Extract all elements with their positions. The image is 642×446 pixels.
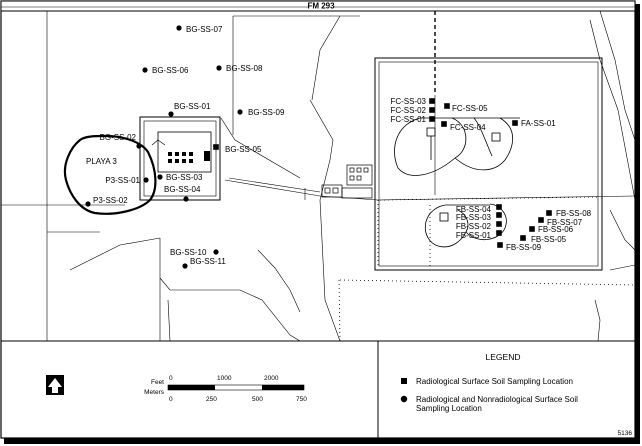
sample-label: FA-SS-01 — [521, 119, 556, 128]
sample-point-circle — [182, 263, 188, 269]
sample-point-circle — [168, 111, 174, 117]
sample-label: BG-SS-07 — [186, 25, 223, 34]
dotted-boundaries — [338, 196, 636, 342]
sample-point-square — [444, 103, 450, 109]
meters-tick-1: 250 — [206, 396, 217, 403]
sample-point-circle — [237, 109, 243, 115]
sample-point-square — [429, 107, 435, 113]
zone-boundary — [374, 57, 603, 271]
map-frame — [0, 0, 636, 439]
playa-3-outline — [63, 134, 157, 215]
legend: LEGEND Radiological Surface Soil Samplin… — [400, 352, 578, 413]
sample-point-circle — [183, 196, 189, 202]
sample-label: BG-SS-01 — [174, 102, 211, 111]
sample-label: FC-SS-02 — [390, 106, 426, 115]
scale-bar: Feet Meters 0 1000 2000 0 250 500 750 — [144, 375, 307, 403]
sample-label: BG-SS-06 — [152, 66, 189, 75]
figure-number: 5136 — [618, 430, 633, 437]
meters-tick-0: 0 — [169, 396, 173, 403]
sample-label: BG-SS-03 — [166, 173, 203, 182]
sample-point-square — [213, 144, 219, 150]
sample-point-circle — [136, 143, 142, 149]
sample-point-circle — [143, 177, 149, 183]
sample-point-square — [538, 217, 544, 223]
sample-label: FB-SS-08 — [556, 209, 592, 218]
sample-label: FC-SS-01 — [390, 115, 426, 124]
sample-point-circle — [176, 25, 182, 31]
sample-label: P3-SS-01 — [105, 176, 140, 185]
sample-point-square — [546, 210, 552, 216]
sample-label: BG-SS-04 — [164, 185, 201, 194]
road-label: FM 293 — [307, 2, 335, 11]
meters-tick-3: 750 — [296, 396, 307, 403]
legend-title: LEGEND — [486, 352, 521, 362]
west-facility-building — [157, 131, 212, 173]
playa-label: PLAYA 3 — [86, 157, 117, 166]
sample-point-circle — [85, 201, 91, 207]
sample-label: FB-SS-06 — [538, 225, 574, 234]
sample-label: FB-SS-04 — [456, 205, 492, 214]
sample-label: BG-SS-11 — [190, 257, 226, 266]
sample-label: BG-SS-02 — [100, 133, 137, 142]
sample-label: FB-SS-02 — [456, 222, 492, 231]
sample-point-square — [529, 226, 535, 232]
feet-tick-2: 2000 — [264, 375, 279, 382]
feet-tick-0: 0 — [169, 375, 173, 382]
legend-item-circle-line2: Sampling Location — [416, 404, 482, 413]
central-compound — [321, 164, 373, 199]
sample-point-square — [497, 242, 503, 248]
sample-point-square — [429, 116, 435, 122]
sample-point-square — [429, 98, 435, 104]
sample-point-square — [496, 204, 502, 210]
sample-point-circle — [216, 65, 222, 71]
legend-item-circle-line1: Radiological and Nonradiological Surface… — [416, 395, 578, 404]
sample-point-square — [520, 235, 526, 241]
feet-tick-1: 1000 — [217, 375, 232, 382]
ponds-north — [394, 117, 520, 176]
legend-item-square: Radiological Surface Soil Sampling Locat… — [416, 377, 573, 386]
sample-label: FC-SS-05 — [452, 104, 488, 113]
scale-meters-label: Meters — [144, 389, 165, 396]
property-boundaries — [1, 10, 636, 342]
sample-label: BG-SS-10 — [170, 248, 207, 257]
west-facility-outer — [139, 116, 221, 201]
sample-label: BG-SS-05 — [225, 145, 262, 154]
sample-label: FB-SS-05 — [531, 235, 567, 244]
legend-square-icon — [401, 378, 407, 384]
north-arrow-icon — [46, 375, 64, 395]
sample-label: FB-SS-09 — [506, 243, 542, 252]
sample-point-square — [496, 221, 502, 227]
sample-point-square — [512, 120, 518, 126]
sample-point-square — [441, 121, 447, 127]
scale-feet-label: Feet — [151, 379, 164, 386]
sample-label: FB-SS-03 — [456, 213, 492, 222]
sample-point-circle — [213, 249, 219, 255]
ponds-south — [424, 203, 507, 248]
sample-label: P3-SS-02 — [93, 196, 128, 205]
sample-point-square — [496, 230, 502, 236]
west-facility-units — [168, 151, 210, 163]
legend-circle-icon — [400, 395, 408, 403]
meters-tick-2: 500 — [252, 396, 263, 403]
sample-point-square — [496, 212, 502, 218]
sample-label: BG-SS-09 — [248, 108, 285, 117]
sample-point-circle — [142, 67, 148, 73]
sample-label: FC-SS-03 — [390, 97, 426, 106]
sample-label: FB-SS-01 — [456, 231, 492, 240]
sample-label: BG-SS-08 — [226, 64, 263, 73]
sample-label: FC-SS-04 — [450, 123, 486, 132]
sample-label: FB-SS-07 — [547, 218, 583, 227]
sample-point-circle — [157, 174, 163, 180]
